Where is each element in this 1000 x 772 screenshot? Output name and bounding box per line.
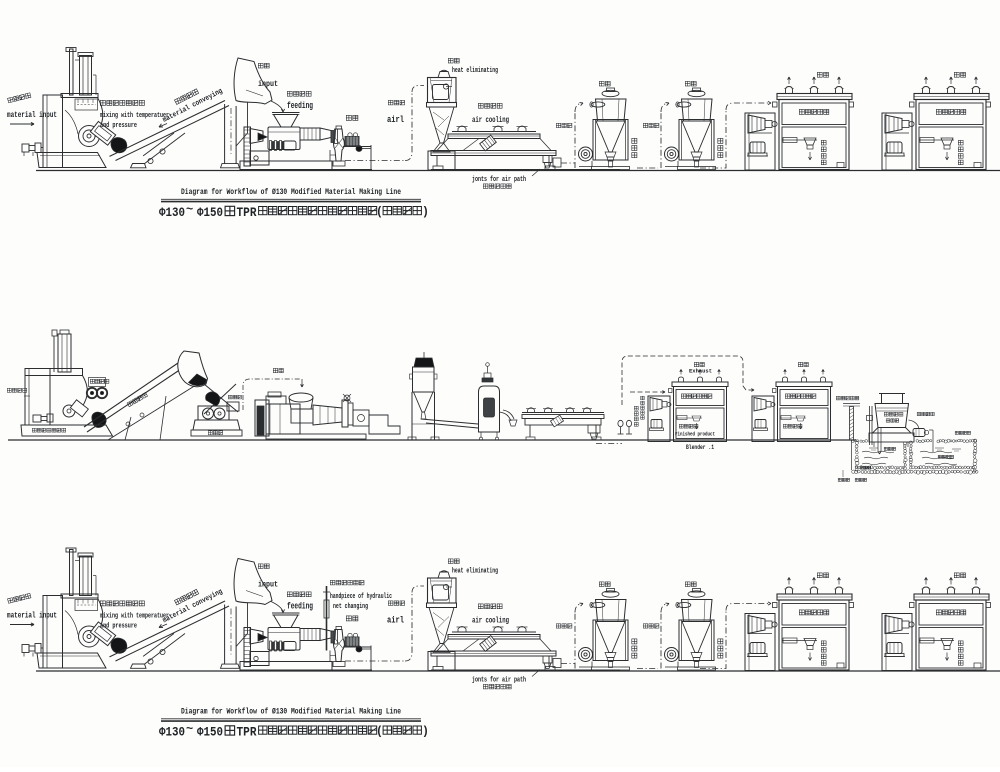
- svg-text:Φ150: Φ150: [197, 206, 223, 220]
- svg-text:Φ130: Φ130: [159, 206, 185, 220]
- svg-text:Diagram for Workflow of Ø130 M: Diagram for Workflow of Ø130 Modified Ma…: [181, 187, 401, 197]
- svg-text:air cooling: air cooling: [472, 115, 509, 125]
- svg-text:and pressure: and pressure: [100, 122, 137, 130]
- svg-text:heat eliminating: heat eliminating: [452, 67, 498, 75]
- svg-text:(: (: [376, 206, 383, 219]
- svg-text:heat eliminating: heat eliminating: [452, 568, 498, 576]
- svg-text:feeding: feeding: [287, 100, 313, 111]
- svg-text:Finished product: Finished product: [675, 432, 715, 438]
- svg-text:Φ150: Φ150: [197, 726, 223, 740]
- svg-text:and pressure: and pressure: [100, 623, 137, 631]
- svg-text:material input: material input: [7, 110, 57, 120]
- svg-text:Exhaust: Exhaust: [689, 369, 712, 375]
- svg-text:jonts for air path: jonts for air path: [472, 176, 526, 184]
- svg-text:): ): [422, 206, 429, 219]
- svg-text:TPR: TPR: [237, 206, 257, 220]
- svg-text:Blender .1: Blender .1: [686, 444, 714, 451]
- svg-text:air cooling: air cooling: [472, 616, 509, 626]
- svg-text:airl: airl: [387, 114, 404, 125]
- svg-text:airl: airl: [387, 615, 404, 626]
- svg-text:input: input: [258, 580, 278, 590]
- svg-text:material input: material input: [7, 611, 57, 621]
- svg-text:Diagram for Workflow of Ø130 M: Diagram for Workflow of Ø130 Modified Ma…: [181, 707, 401, 717]
- svg-text:mixing with temperatuer: mixing with temperatuer: [100, 613, 169, 621]
- svg-text:mixing with temperatuer: mixing with temperatuer: [100, 112, 169, 120]
- svg-text:): ): [422, 726, 429, 739]
- svg-text:input: input: [258, 79, 278, 89]
- svg-text:(: (: [376, 726, 383, 739]
- svg-text:net changing: net changing: [333, 603, 368, 611]
- svg-text:TPR: TPR: [237, 726, 257, 740]
- svg-text:~: ~: [186, 203, 193, 217]
- svg-text:jonts for air path: jonts for air path: [472, 677, 526, 685]
- svg-text:~: ~: [186, 722, 193, 736]
- svg-text:feeding: feeding: [287, 601, 313, 612]
- svg-text:handpiece of hydraulic: handpiece of hydraulic: [330, 593, 392, 601]
- svg-text:Φ130: Φ130: [159, 726, 185, 740]
